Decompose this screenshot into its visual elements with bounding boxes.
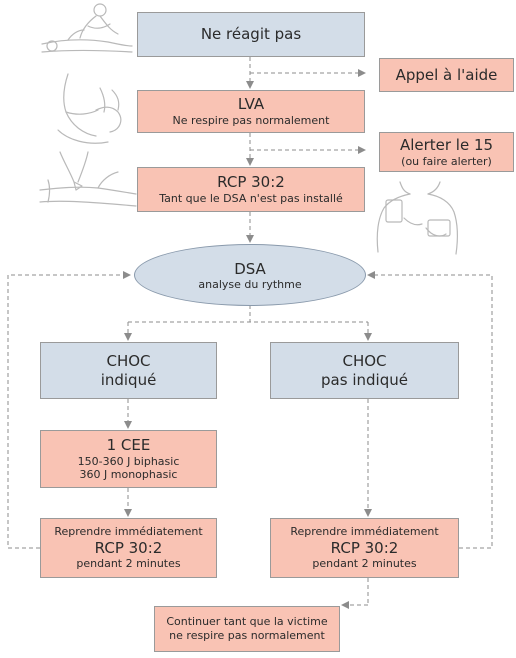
step-choc-indique: CHOC indiqué: [40, 342, 217, 399]
step-lva: LVA Ne respire pas normalement: [137, 90, 365, 133]
dsa-title: DSA: [234, 259, 266, 278]
chest-compression-illustration: [39, 151, 137, 207]
continue-line1: Continuer tant que la victime: [166, 615, 328, 629]
resume-right-main: RCP 30:2: [330, 538, 399, 557]
step-alert: Alerter le 15 (ou faire alerter): [379, 132, 514, 172]
choc-pas-indique-line2: pas indiqué: [321, 370, 408, 389]
resume-right-top: Reprendre immédiatement: [290, 524, 439, 538]
step-cee: 1 CEE 150-360 J biphasic 360 J monophasi…: [40, 430, 217, 488]
step-resume-left: Reprendre immédiatement RCP 30:2 pendant…: [40, 518, 217, 578]
cee-title: 1 CEE: [106, 435, 151, 454]
resume-left-top: Reprendre immédiatement: [54, 524, 203, 538]
defibrillator-pads-illustration: [376, 181, 458, 255]
resume-left-main: RCP 30:2: [94, 538, 163, 557]
choc-pas-indique-line1: CHOC: [342, 351, 387, 370]
rcp-initial-subtitle: Tant que le DSA n'est pas installé: [159, 192, 343, 205]
step-continue: Continuer tant que la victime ne respire…: [154, 606, 340, 652]
lva-title: LVA: [237, 95, 265, 114]
step-call-help-label: Appel à l'aide: [395, 65, 498, 84]
pad-upper-icon: [385, 199, 403, 223]
step-rcp-initial: RCP 30:2 Tant que le DSA n'est pas insta…: [137, 167, 365, 212]
resume-right-bottom: pendant 2 minutes: [312, 557, 417, 571]
cee-line1: 150-360 J biphasic: [77, 454, 180, 468]
alert-subtitle: (ou faire alerter): [401, 154, 492, 168]
step-resume-right: Reprendre immédiatement RCP 30:2 pendant…: [270, 518, 459, 578]
choc-indique-line2: indiqué: [100, 370, 157, 389]
resume-left-bottom: pendant 2 minutes: [76, 557, 181, 571]
loop-right-to-dsa: [367, 271, 493, 549]
rcp-initial-title: RCP 30:2: [217, 173, 285, 192]
check-response-illustration: [41, 3, 133, 53]
airway-illustration: [57, 73, 122, 144]
alert-title: Alerter le 15: [399, 135, 494, 154]
dsa-subtitle: analyse du rythme: [198, 277, 302, 291]
step-choc-pas-indique: CHOC pas indiqué: [270, 342, 459, 399]
step-dsa: DSA analyse du rythme: [134, 244, 366, 306]
step-unresponsive: Ne réagit pas: [137, 12, 365, 57]
choc-indique-line1: CHOC: [106, 351, 151, 370]
step-unresponsive-label: Ne réagit pas: [200, 25, 302, 44]
step-call-help: Appel à l'aide: [379, 58, 514, 92]
pad-lower-icon: [427, 219, 451, 237]
continue-line2: ne respire pas normalement: [169, 629, 325, 642]
loop-left-to-dsa: [7, 271, 131, 549]
lva-subtitle: Ne respire pas normalement: [172, 114, 330, 127]
cee-line2: 360 J monophasic: [79, 468, 178, 482]
